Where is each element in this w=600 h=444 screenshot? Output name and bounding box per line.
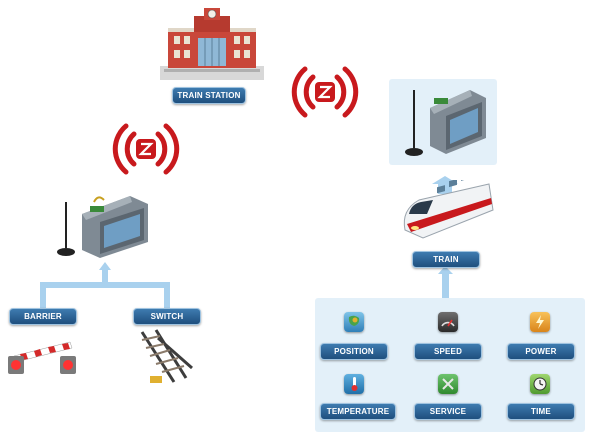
train-station-label: TRAIN STATION xyxy=(172,87,246,104)
switch-label: SWITCH xyxy=(133,308,201,325)
field-modem-device xyxy=(52,192,152,262)
speedometer-icon xyxy=(438,312,458,332)
speed-label: SPEED xyxy=(414,343,482,360)
service-label: SERVICE xyxy=(414,403,482,420)
power-label: POWER xyxy=(507,343,575,360)
train-image xyxy=(397,180,497,244)
wireless-signal-icon xyxy=(291,57,359,127)
barrier-label: BARRIER xyxy=(9,308,77,325)
onboard-modem-device xyxy=(400,82,490,162)
thermometer-icon xyxy=(344,374,364,394)
wireless-signal-icon xyxy=(112,116,180,182)
clock-icon xyxy=(530,374,550,394)
rail-switch-image xyxy=(136,328,198,386)
position-label: POSITION xyxy=(320,343,388,360)
time-label: TIME xyxy=(507,403,575,420)
barrier-image xyxy=(6,334,78,378)
map-icon xyxy=(344,312,364,332)
temperature-label: TEMPERATURE xyxy=(320,403,396,420)
tools-icon xyxy=(438,374,458,394)
train-station-building xyxy=(160,6,264,82)
lightning-icon xyxy=(530,312,550,332)
train-label: TRAIN xyxy=(412,251,480,268)
